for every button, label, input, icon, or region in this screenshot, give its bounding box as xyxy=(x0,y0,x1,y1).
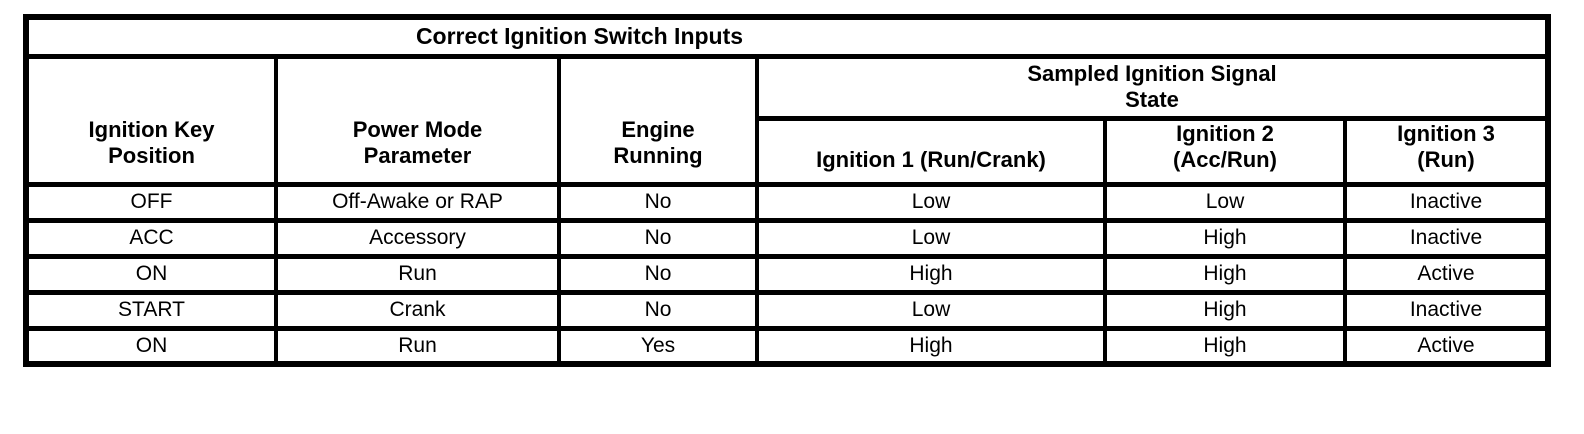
cell-ignition-1: High xyxy=(755,253,1107,295)
cell-ignition-2: High xyxy=(1103,289,1347,331)
cell-engine-running: No xyxy=(557,217,759,259)
header-sampled-ignition-signal-state: Sampled Ignition Signal State xyxy=(755,53,1550,121)
cell-engine-running: No xyxy=(557,253,759,295)
table-row-start: START Crank No Low High Inactive xyxy=(24,289,1550,331)
table-row-acc: ACC Accessory No Low High Inactive xyxy=(24,217,1550,259)
cell-power-mode: Crank xyxy=(274,289,561,331)
table-row-on-running: ON Run Yes High High Active xyxy=(24,325,1550,367)
cell-engine-running: No xyxy=(557,289,759,331)
cell-power-mode: Accessory xyxy=(274,217,561,259)
cell-ignition-3: Active xyxy=(1343,253,1550,295)
cell-ignition-3: Inactive xyxy=(1343,217,1550,259)
header-ignition-3-run: Ignition 3 (Run) xyxy=(1343,115,1550,187)
header-row-signals: Ignition 1 (Run/Crank) Ignition 2 (Acc/R… xyxy=(26,115,1550,187)
header-row-group: Ignition Key Position Power Mode Paramet… xyxy=(24,53,1550,187)
title-row: Correct Ignition Switch Inputs xyxy=(24,14,1550,59)
cell-ignition-1: Low xyxy=(755,181,1107,223)
cell-key-position: OFF xyxy=(24,181,278,223)
cell-ignition-2: High xyxy=(1103,253,1347,295)
cell-key-position: ON xyxy=(24,325,278,367)
cell-power-mode: Off-Awake or RAP xyxy=(274,181,561,223)
cell-ignition-3: Active xyxy=(1343,325,1550,367)
cell-ignition-2: High xyxy=(1103,325,1347,367)
header-power-mode-parameter: Power Mode Parameter xyxy=(274,53,561,187)
table-row-on-not-running: ON Run No High High Active xyxy=(24,253,1550,295)
cell-engine-running: Yes xyxy=(557,325,759,367)
ignition-switch-inputs-table: Correct Ignition Switch Inputs Ignition … xyxy=(23,14,1551,367)
cell-key-position: ACC xyxy=(24,217,278,259)
header-ignition-2-acc-run: Ignition 2 (Acc/Run) xyxy=(1103,115,1347,187)
header-engine-running: Engine Running xyxy=(557,53,759,187)
cell-key-position: ON xyxy=(24,253,278,295)
table-title: Correct Ignition Switch Inputs xyxy=(24,14,1550,59)
cell-ignition-2: High xyxy=(1103,217,1347,259)
cell-power-mode: Run xyxy=(274,325,561,367)
table-row-off: OFF Off-Awake or RAP No Low Low Inactive xyxy=(24,181,1550,223)
cell-power-mode: Run xyxy=(274,253,561,295)
cell-ignition-1: High xyxy=(755,325,1107,367)
cell-ignition-1: Low xyxy=(755,217,1107,259)
cell-ignition-2: Low xyxy=(1103,181,1347,223)
cell-ignition-3: Inactive xyxy=(1343,181,1550,223)
cell-ignition-3: Inactive xyxy=(1343,289,1550,331)
header-ignition-1-run-crank: Ignition 1 (Run/Crank) xyxy=(755,115,1107,187)
cell-ignition-1: Low xyxy=(755,289,1107,331)
cell-engine-running: No xyxy=(557,181,759,223)
cell-key-position: START xyxy=(24,289,278,331)
header-ignition-key-position: Ignition Key Position xyxy=(24,53,278,187)
